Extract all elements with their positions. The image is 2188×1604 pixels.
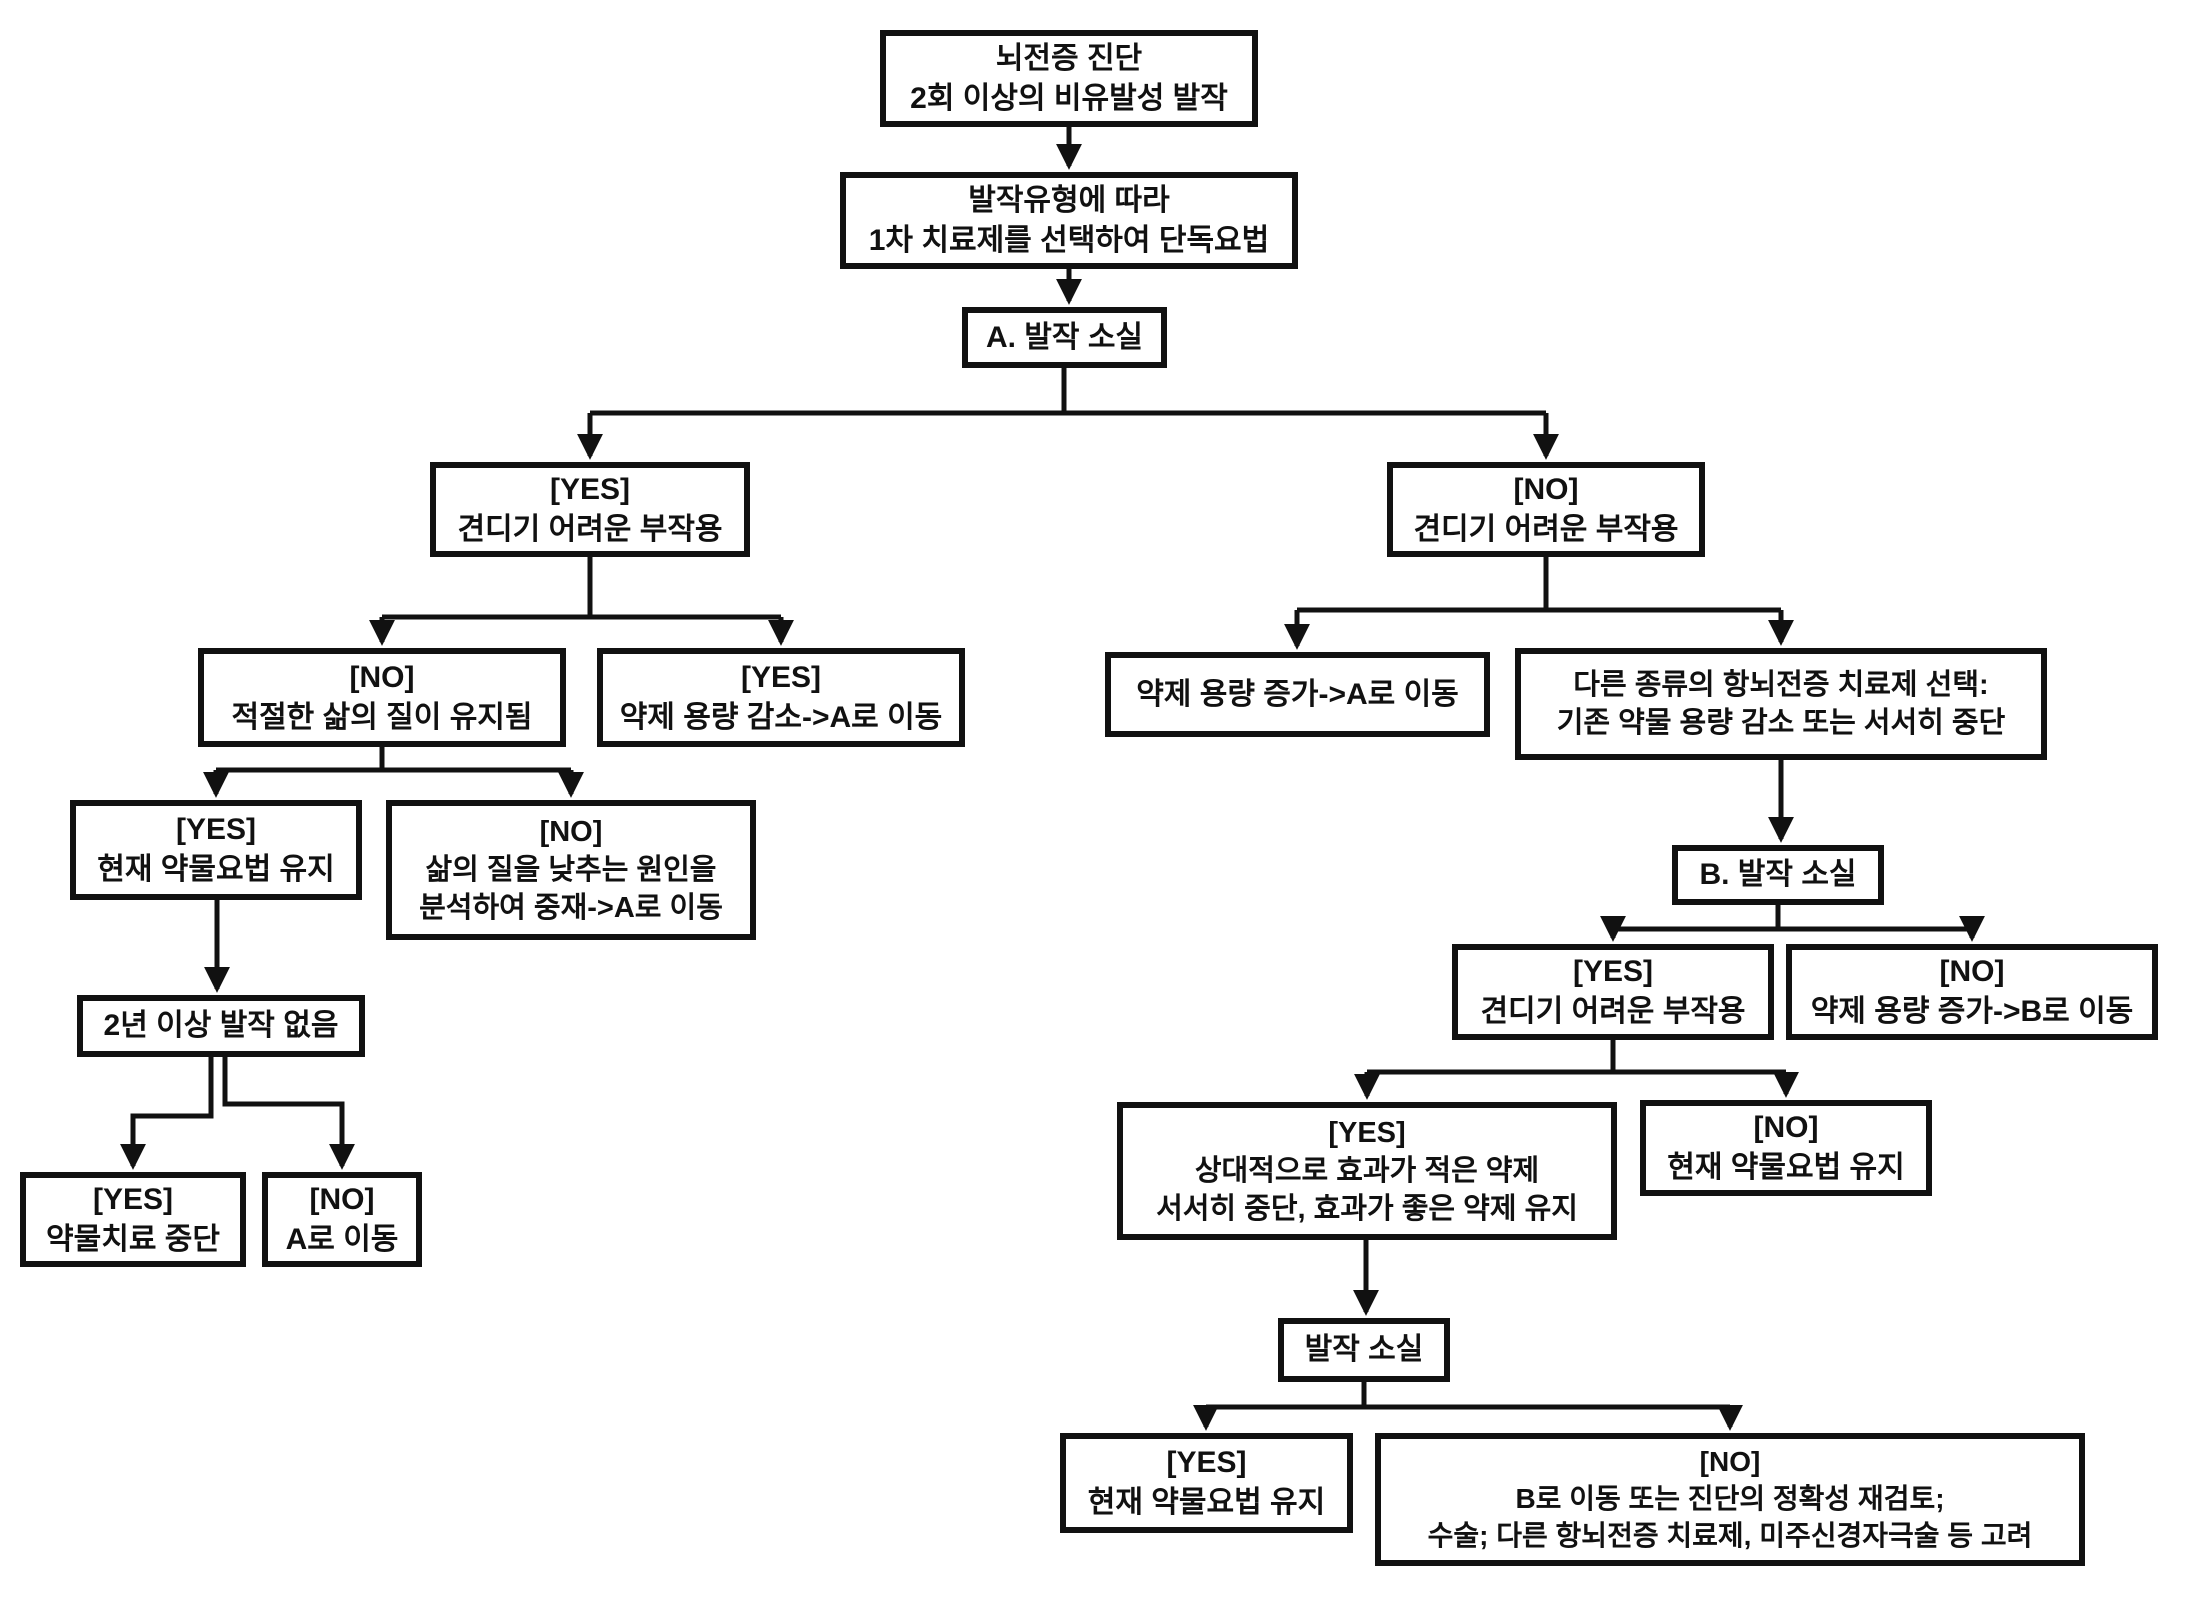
node-reduce-dose-go-a: [YES] 약제 용량 감소->A로 이동: [597, 648, 965, 747]
edge-final-split: [1193, 1382, 1743, 1431]
node-b-seizure-free: B. 발작 소실: [1672, 845, 1884, 905]
node-a-no-side-effects: [NO] 견디기 어려운 부작용: [1387, 462, 1705, 557]
edge-twoyears-split: [120, 1057, 355, 1170]
edge-qol-split: [203, 747, 584, 798]
node-maintain-current-final: [YES] 현재 약물요법 유지: [1060, 1433, 1353, 1533]
edge-a-split: [577, 368, 1559, 460]
node-go-to-a: [NO] A로 이동: [262, 1172, 422, 1267]
node-taper-less-effective-drug: [YES] 상대적으로 효과가 적은 약제 서서히 중단, 효과가 좋은 약제 …: [1117, 1102, 1617, 1240]
node-epilepsy-diagnosis: 뇌전증 진단 2회 이상의 비유발성 발작: [880, 30, 1258, 127]
edge-a-yes-split: [369, 557, 794, 646]
edge-b-split: [1600, 905, 1985, 942]
node-increase-dose-go-a: 약제 용량 증가->A로 이동: [1105, 652, 1490, 737]
node-maintain-current-therapy: [YES] 현재 약물요법 유지: [70, 800, 362, 900]
node-qol-not-maintained: [NO] 적절한 삶의 질이 유지됨: [198, 648, 566, 747]
node-seizure-free-final: 발작 소실: [1278, 1318, 1450, 1382]
node-increase-dose-go-b: [NO] 약제 용량 증가->B로 이동: [1786, 944, 2158, 1040]
node-maintain-current-therapy-b: [NO] 현재 약물요법 유지: [1640, 1100, 1932, 1196]
node-a-seizure-free: A. 발작 소실: [962, 307, 1167, 368]
node-stop-drug-treatment: [YES] 약물치료 중단: [20, 1172, 246, 1267]
node-analyze-qol-intervene: [NO] 삶의 질을 낮추는 원인을 분석하여 중재->A로 이동: [386, 800, 756, 940]
edge-b-yes-split: [1354, 1040, 1799, 1100]
node-a-yes-side-effects: [YES] 견디기 어려운 부작용: [430, 462, 750, 557]
node-reconsider-diagnosis-surgery: [NO] B로 이동 또는 진단의 정확성 재검토; 수술; 다른 항뇌전증 치…: [1375, 1433, 2085, 1566]
node-switch-antiepileptic-drug: 다른 종류의 항뇌전증 치료제 선택: 기존 약물 용량 감소 또는 서서히 중…: [1515, 648, 2047, 760]
edge-a-no-split: [1284, 557, 1794, 650]
node-b-yes-side-effects: [YES] 견디기 어려운 부작용: [1452, 944, 1774, 1040]
node-two-years-seizure-free: 2년 이상 발작 없음: [77, 995, 365, 1057]
node-firstline-monotherapy: 발작유형에 따라 1차 치료제를 선택하여 단독요법: [840, 172, 1298, 269]
